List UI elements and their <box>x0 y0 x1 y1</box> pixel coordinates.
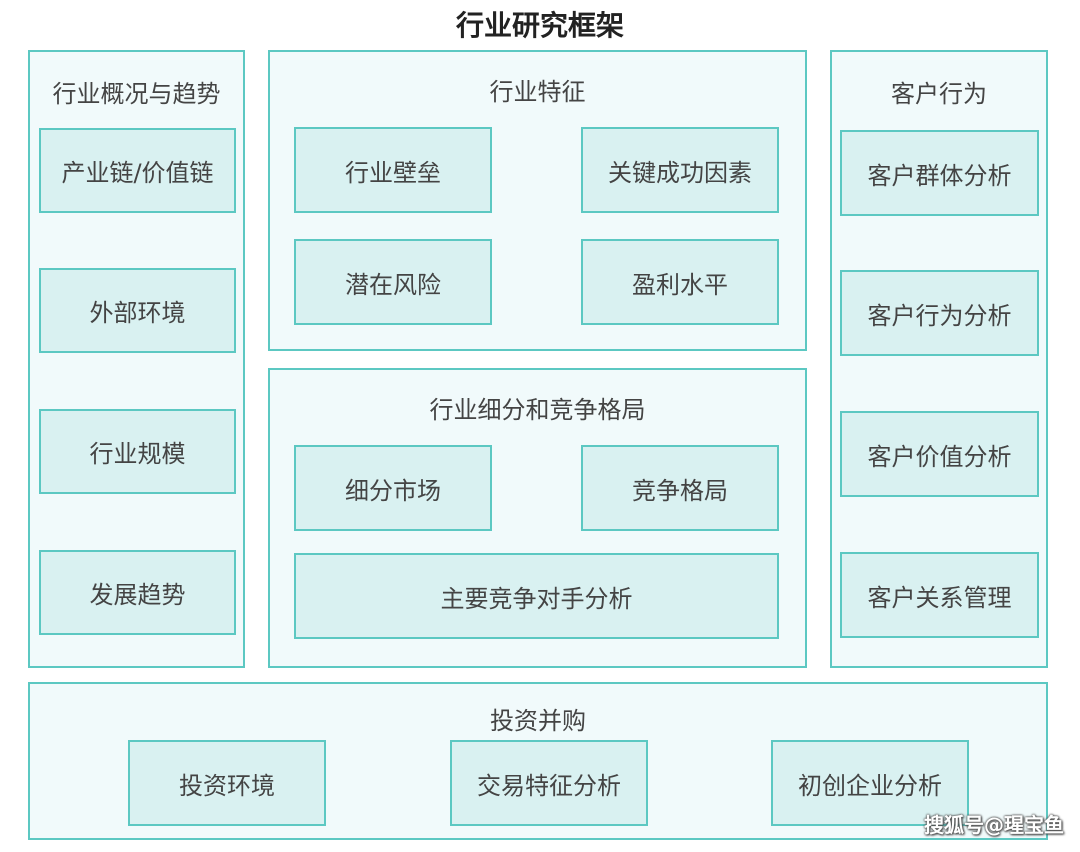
panel-title-customers: 客户行为 <box>891 80 987 108</box>
panel-customer-behavior: 客户行为 客户群体分析 客户行为分析 客户价值分析 客户关系管理 <box>830 50 1048 668</box>
box-profitability: 盈利水平 <box>581 239 779 325</box>
panel-title-investment: 投资并购 <box>490 707 586 735</box>
box-potential-risks: 潜在风险 <box>294 239 492 325</box>
box-customer-behavior-analysis: 客户行为分析 <box>840 270 1039 356</box>
panel-segments-competition: 行业细分和竞争格局 细分市场 竞争格局 主要竞争对手分析 <box>268 368 807 668</box>
box-value-chain: 产业链/价值链 <box>39 128 236 213</box>
box-deal-characteristics: 交易特征分析 <box>450 740 648 826</box>
diagram-title: 行业研究框架 <box>455 9 624 42</box>
box-customer-relationship: 客户关系管理 <box>840 552 1039 638</box>
box-competitor-analysis: 主要竞争对手分析 <box>294 553 779 639</box>
box-investment-environment: 投资环境 <box>128 740 326 826</box>
box-customer-groups: 客户群体分析 <box>840 130 1039 216</box>
panel-title-overview: 行业概况与趋势 <box>52 80 221 108</box>
panel-industry-features: 行业特征 行业壁垒 关键成功因素 潜在风险 盈利水平 <box>268 50 807 351</box>
box-market-segments: 细分市场 <box>294 445 492 531</box>
box-industry-barriers: 行业壁垒 <box>294 127 492 213</box>
box-development-trend: 发展趋势 <box>39 550 236 635</box>
box-external-environment: 外部环境 <box>39 268 236 353</box>
panel-investment-ma: 投资并购 投资环境 交易特征分析 初创企业分析 <box>28 682 1048 840</box>
panel-industry-overview: 行业概况与趋势 产业链/价值链 外部环境 行业规模 发展趋势 <box>28 50 245 668</box>
watermark: 搜狐号@瑆宝鱼 <box>924 813 1064 837</box>
panel-title-segments: 行业细分和竞争格局 <box>429 396 646 424</box>
box-startup-analysis: 初创企业分析 <box>771 740 969 826</box>
panel-title-features: 行业特征 <box>489 78 586 106</box>
box-key-success-factors: 关键成功因素 <box>581 127 779 213</box>
box-customer-value: 客户价值分析 <box>840 411 1039 497</box>
box-industry-scale: 行业规模 <box>39 409 236 494</box>
box-competitive-landscape: 竞争格局 <box>581 445 779 531</box>
